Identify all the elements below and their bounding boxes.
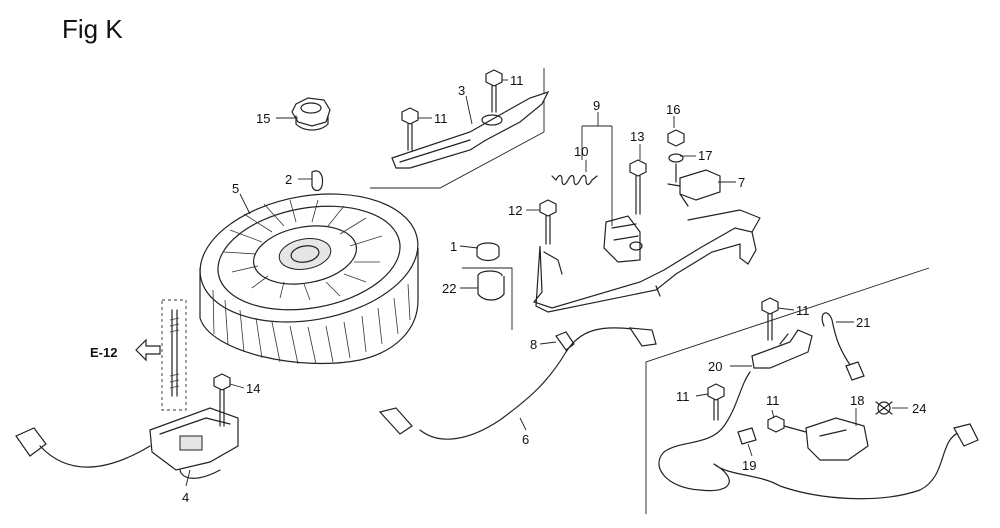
bolt-12 [539, 199, 557, 245]
callout-11-e: 11 [766, 393, 780, 408]
stud [169, 309, 180, 397]
callout-21: 21 [856, 315, 870, 330]
bolt-20 [761, 297, 779, 341]
callout-12: 12 [508, 203, 522, 218]
flywheel [199, 193, 419, 365]
bolt-11-lower-right [767, 415, 807, 433]
callout-18: 18 [850, 393, 864, 408]
grommet-22 [477, 270, 505, 301]
callout-22: 22 [442, 281, 456, 296]
bolt-11-lower-left [707, 383, 725, 421]
bolt-13 [629, 159, 647, 215]
callout-11-c: 11 [796, 303, 810, 318]
bolt-blade-left [401, 107, 419, 151]
clip-8 [555, 331, 575, 351]
grommet-24 [875, 401, 893, 415]
callout-19: 19 [742, 458, 756, 473]
callout-6: 6 [522, 432, 529, 447]
stop-switch [667, 169, 721, 207]
control-bracket [532, 209, 761, 313]
section-box-wiring [645, 267, 930, 514]
brake-blade [391, 90, 550, 169]
arrow-to-e12 [135, 338, 161, 362]
callout-14: 14 [246, 381, 260, 396]
spring [551, 174, 598, 186]
bolt-blade-right [485, 69, 503, 113]
flywheel-key [311, 170, 324, 192]
callout-17: 17 [698, 148, 712, 163]
reference-e12: E-12 [90, 345, 117, 360]
callout-11-d: 11 [676, 389, 690, 404]
figure-title: Fig K [62, 14, 123, 44]
spark-plug-cap [15, 427, 151, 468]
clip-19 [737, 427, 757, 445]
grommet-1 [476, 242, 500, 262]
flywheel-nut [291, 97, 331, 131]
callout-15: 15 [256, 111, 270, 126]
callout-11-b: 11 [510, 73, 524, 88]
callout-20: 20 [708, 359, 722, 374]
stud-dotted-box [161, 299, 187, 411]
bracket-20 [751, 329, 813, 369]
washer-17 [668, 153, 684, 183]
section-box-grommet [462, 267, 513, 330]
bolt-14 [213, 373, 231, 427]
callout-1: 1 [450, 239, 457, 254]
ignition-coil [149, 407, 239, 479]
callout-13: 13 [630, 129, 644, 144]
callout-2: 2 [285, 172, 292, 187]
switch-18 [805, 417, 869, 461]
wire-21 [821, 312, 865, 381]
callout-24: 24 [912, 401, 926, 416]
callout-4: 4 [182, 490, 189, 505]
ground-wire [378, 327, 657, 440]
callout-7: 7 [738, 175, 745, 190]
callout-9: 9 [593, 98, 600, 113]
screw-16 [667, 129, 685, 147]
callout-10: 10 [574, 144, 588, 159]
callout-8: 8 [530, 337, 537, 352]
callout-3: 3 [458, 83, 465, 98]
callout-11-a: 11 [434, 111, 448, 126]
callout-5: 5 [232, 181, 239, 196]
callout-16: 16 [666, 102, 680, 117]
leader-lines [185, 79, 908, 487]
harness-wire [658, 371, 979, 500]
